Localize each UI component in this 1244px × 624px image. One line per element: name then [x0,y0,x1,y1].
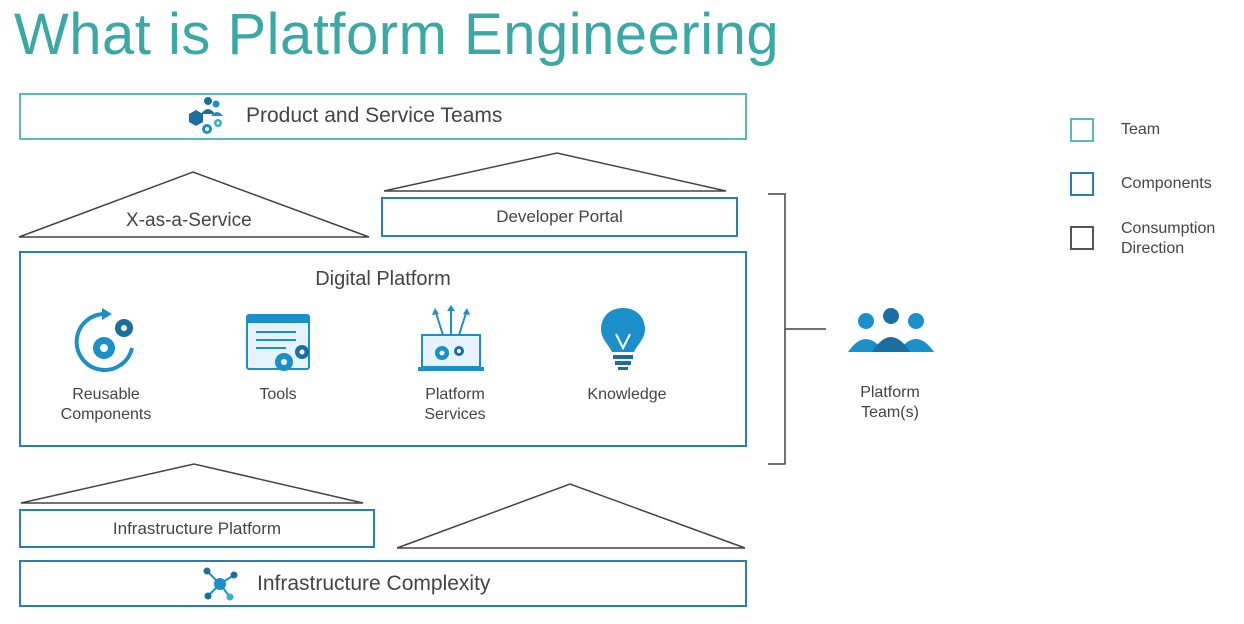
legend-consumption-label: Consumption Direction [1121,219,1215,259]
product-teams-box [19,93,747,140]
tools-window-icon [246,314,310,371]
infrastructure-platform-box [19,509,375,548]
people-group-icon [848,308,934,352]
legend-components-label: Components [1121,175,1212,192]
developer-portal-box [381,197,738,237]
reusable-gears-icon [74,308,134,372]
developer-portal-label: Developer Portal [496,207,623,226]
item-knowledge-line1: Knowledge [587,386,667,403]
infrastructure-complexity-box [19,560,747,607]
legend-consumption-line2: Direction [1121,240,1185,257]
page-title: What is Platform Engineering [14,2,780,67]
platform-team-line1: Platform [860,384,920,401]
xaas-label: X-as-a-Service [126,210,252,231]
item-tools-label: Tools [218,385,338,405]
legend-team-label: Team [1121,121,1161,138]
lightbulb-icon [601,308,645,370]
item-knowledge-label: Knowledge [567,385,687,405]
legend-consumption-swatch [1070,226,1094,250]
product-teams-label: Product and Service Teams [246,104,503,127]
item-reusable-label: Reusable Components [46,385,166,425]
platform-team-line2: Team(s) [861,404,919,421]
item-reusable-line1: Reusable [72,386,140,403]
digital-platform-label: Digital Platform [315,268,451,290]
team-gears-icon [189,97,223,134]
network-nodes-icon [203,567,238,601]
infrastructure-platform-label: Infrastructure Platform [112,519,282,538]
digital-platform-box [19,251,747,447]
item-reusable-line2: Components [60,406,152,423]
platform-team-label: Platform Team(s) [830,383,950,423]
legend-consumption-line1: Consumption [1121,220,1216,237]
platform-services-icon [418,305,484,371]
item-platform-services-label: Platform Services [395,385,515,425]
legend-team-swatch [1070,118,1094,142]
item-platform-services-line2: Services [424,406,486,423]
infrastructure-complexity-label: Infrastructure Complexity [257,572,491,595]
item-platform-services-line1: Platform [425,386,485,403]
legend-components-swatch [1070,172,1094,196]
item-tools-line1: Tools [259,386,297,403]
